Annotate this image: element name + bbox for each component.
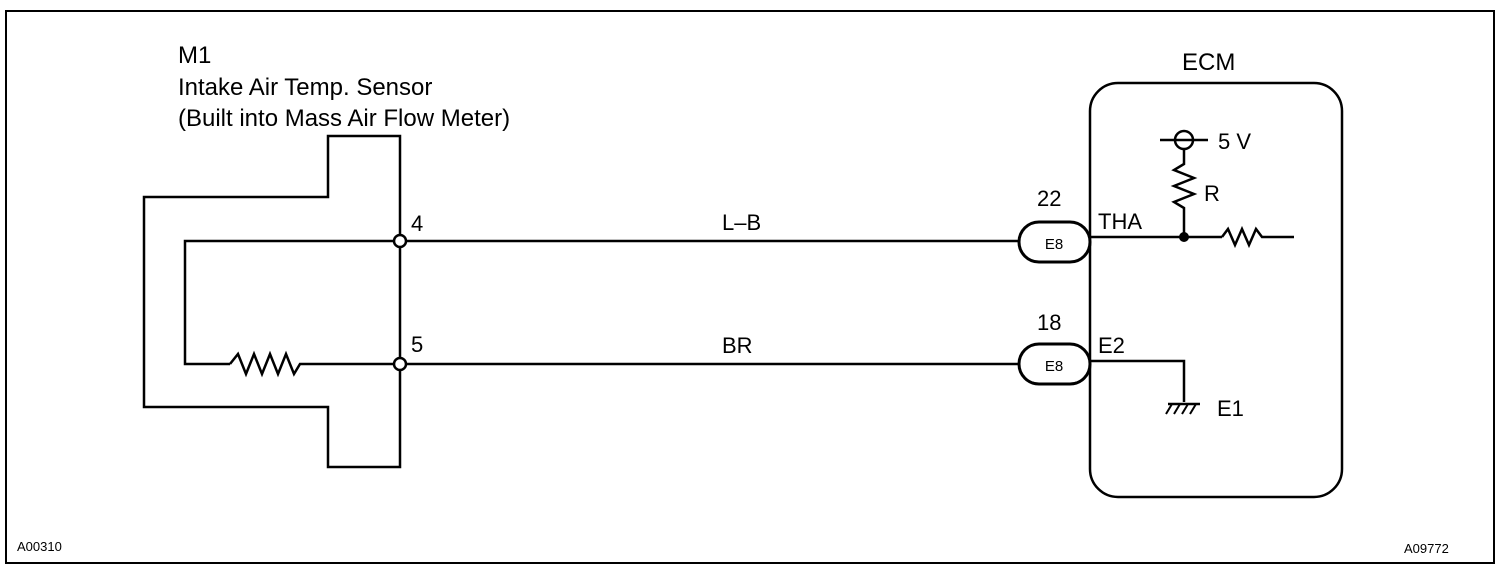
ecm-pullup-resistor [1170, 149, 1198, 237]
sensor-code: M1 [178, 42, 211, 69]
ecm-ground-label: E1 [1217, 396, 1244, 421]
ecm-pin-18-label: 18 [1037, 310, 1061, 335]
sensor-name: Intake Air Temp. Sensor [178, 74, 432, 101]
ecm-resistor-label: R [1204, 181, 1220, 206]
ecm-title: ECM [1182, 49, 1235, 76]
footer-right-code: A09772 [1404, 541, 1449, 556]
sensor-terminal-4 [392, 233, 408, 249]
ecm-connector-e8-lower-label: E8 [1045, 358, 1063, 375]
ecm-terminal-tha: THA [1098, 209, 1142, 234]
ecm-box [1088, 81, 1344, 499]
ecm-terminal-e2: E2 [1098, 333, 1125, 358]
wire-br-color: BR [722, 333, 753, 358]
sensor-thermistor [229, 350, 400, 378]
sensor-terminal-5 [392, 356, 408, 372]
ecm-pin-22-label: 22 [1037, 186, 1061, 211]
sensor-housing [142, 134, 402, 469]
diagram-frame [5, 10, 1495, 564]
wire-l-b-color: L–B [722, 210, 761, 235]
sensor-pin-4-label: 4 [411, 211, 423, 236]
ecm-connector-e8-upper [1017, 220, 1092, 264]
ecm-connector-e8-lower [1017, 342, 1092, 386]
sensor-note: (Built into Mass Air Flow Meter) [178, 105, 510, 132]
ground-icon [1165, 403, 1197, 415]
ecm-internal-resistor [1221, 225, 1294, 249]
sensor-pin-5-label: 5 [411, 332, 423, 357]
sensor-internal-loop [183, 239, 400, 366]
footer-left-code: A00310 [17, 539, 62, 554]
ecm-e2-line [1090, 359, 1186, 402]
ecm-voltage-label: 5 V [1218, 129, 1251, 154]
ecm-connector-e8-upper-label: E8 [1045, 236, 1063, 253]
